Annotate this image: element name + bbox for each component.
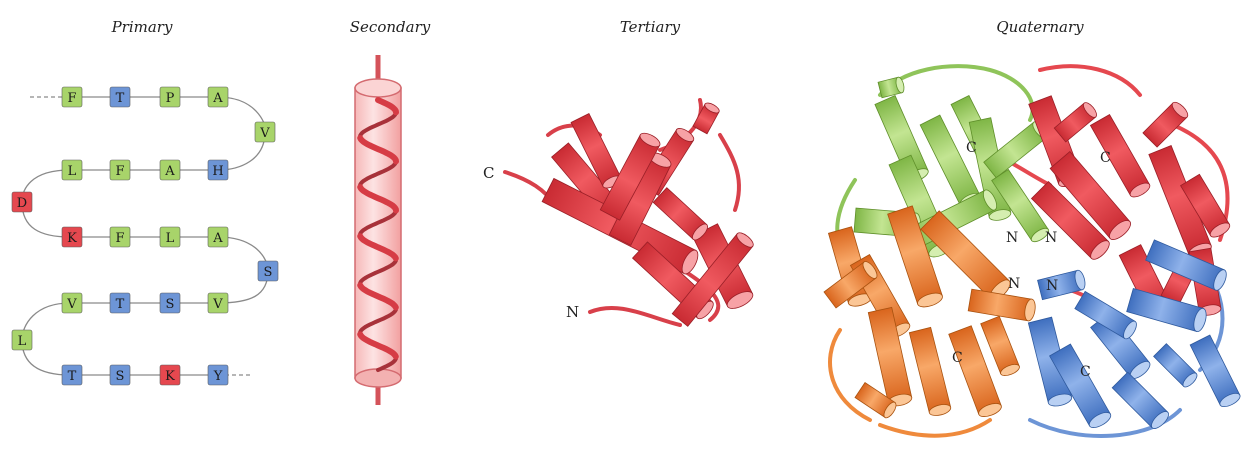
secondary-structure [355,55,401,405]
quaternary-green-helix-8 [878,76,905,97]
helix-cylinder-top [355,79,401,97]
quaternary-red-helix-3 [1143,100,1190,147]
residue-s: S [160,293,180,313]
residue-s: S [110,365,130,385]
primary-structure: F T P A L F A H K F L A V T S V T S K Y V D S L [12,87,278,385]
residue-letter: T [116,91,125,106]
residue-f: F [110,227,130,247]
quaternary-label-c-bottom-right: C [1080,364,1091,380]
residue-y: Y [208,365,228,385]
residue-a: A [208,87,228,107]
residue-p: P [160,87,180,107]
residue-letter: D [17,196,27,211]
residue-h: H [208,160,228,180]
residue-letter: S [166,297,175,312]
quaternary-blue-helix-3 [1112,372,1171,431]
residue-letter: V [66,297,77,312]
residue-d: D [12,192,32,212]
residue-l: L [12,330,32,350]
residue-l: L [160,227,180,247]
tertiary-structure: C N [483,100,756,326]
residue-letter: Y [213,369,223,384]
residue-a: A [208,227,228,247]
quaternary-label-n-2: N [1045,230,1057,246]
quaternary-orange-helix-9 [968,289,1036,322]
residue-letter: T [68,369,77,384]
residue-letter: H [212,164,223,179]
residue-letter: F [115,231,124,246]
residue-letter: F [67,91,76,106]
primary-backbone [22,97,268,375]
residue-letter: S [264,265,273,280]
quaternary-label-n-4: N [1046,278,1058,294]
quaternary-label-n-3: N [1008,276,1020,292]
quaternary-structure: C C N N N N C C [824,66,1242,436]
residue-letter: K [165,369,175,384]
tertiary-n-label: N [566,303,579,321]
residue-v: V [255,122,275,142]
residue-letter: T [116,297,125,312]
residue-letter: A [212,91,223,106]
residue-letter: L [18,334,27,349]
residue-t: T [62,365,82,385]
residue-letter: V [212,297,223,312]
residue-t: T [110,293,130,313]
residue-k: K [160,365,180,385]
quaternary-label-c-top-left: C [966,140,977,156]
residue-letter: P [166,91,175,106]
residue-t: T [110,87,130,107]
tertiary-helix-7 [693,101,721,134]
residue-letter: K [67,231,77,246]
helix-body [909,327,950,412]
residue-a: A [160,160,180,180]
residue-f: F [110,160,130,180]
residue-letter: V [259,126,270,141]
quaternary-orange-helix-5 [909,327,952,417]
helix-body [968,289,1032,321]
quaternary-blue-helix-8 [1154,344,1200,390]
quaternary-label-n-1: N [1006,230,1018,246]
residue-letter: F [115,164,124,179]
tertiary-helices [542,101,755,326]
residue-l: L [62,160,82,180]
quaternary-label-c-bottom-left: C [952,350,963,366]
residue-letter: S [116,369,125,384]
quaternary-label-c-top-right: C [1100,150,1111,166]
residue-v: V [208,293,228,313]
residue-letter: L [166,231,175,246]
residue-letter: A [212,231,223,246]
residue-v: V [62,293,82,313]
residue-f: F [62,87,82,107]
residue-s: S [258,261,278,281]
residue-letter: A [164,164,175,179]
tertiary-c-label: C [483,164,494,182]
residue-k: K [62,227,82,247]
residue-letter: L [68,164,77,179]
